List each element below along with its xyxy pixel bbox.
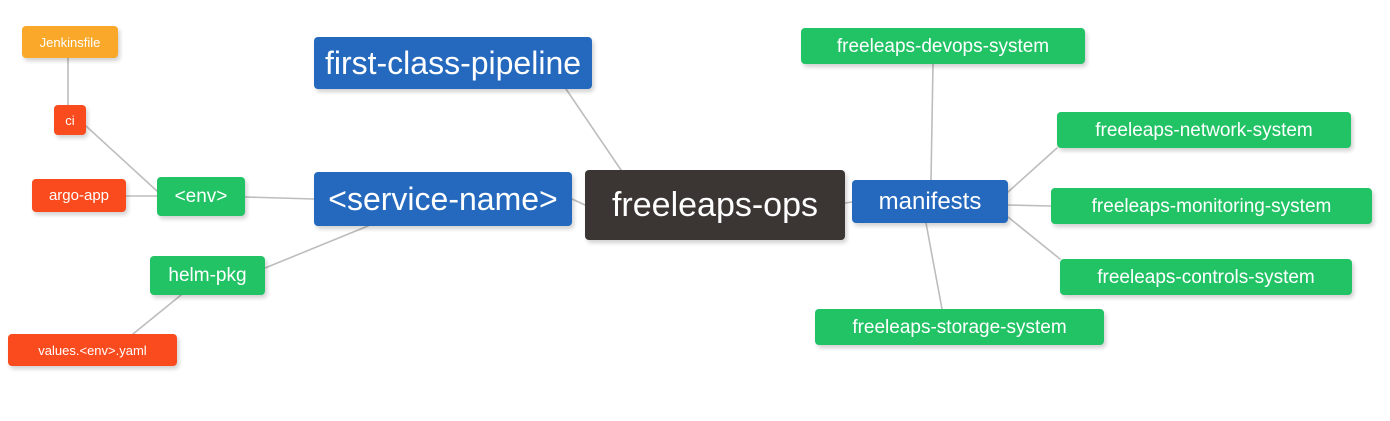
node-label-manifests: manifests [878, 187, 982, 215]
node-network-system[interactable]: freeleaps-network-system [1057, 112, 1351, 148]
node-manifests[interactable]: manifests [852, 180, 1008, 223]
node-label-ci: ci [65, 112, 75, 128]
edge-manifests-to-network-system [1007, 147, 1058, 193]
node-label-env: <env> [174, 186, 228, 207]
edge-manifests-to-storage-system [925, 222, 943, 310]
node-helm-pkg[interactable]: helm-pkg [150, 256, 265, 295]
node-label-root: freeleaps-ops [611, 186, 818, 224]
node-root[interactable]: freeleaps-ops [585, 170, 845, 240]
node-label-helm-pkg: helm-pkg [168, 265, 247, 286]
node-devops-system[interactable]: freeleaps-devops-system [801, 28, 1085, 64]
edge-helm-pkg-to-values-yaml [132, 294, 182, 335]
node-env[interactable]: <env> [157, 177, 245, 216]
node-label-values-yaml: values.<env>.yaml [38, 342, 147, 358]
node-monitoring-system[interactable]: freeleaps-monitoring-system [1051, 188, 1372, 224]
edge-service-name-to-helm-pkg [264, 225, 369, 269]
edge-service-name-to-env [244, 196, 315, 200]
node-label-service-name: <service-name> [328, 181, 558, 217]
node-label-storage-system: freeleaps-storage-system [852, 316, 1067, 338]
node-ci[interactable]: ci [54, 105, 86, 135]
node-label-monitoring-system: freeleaps-monitoring-system [1091, 195, 1332, 217]
node-label-devops-system: freeleaps-devops-system [836, 35, 1050, 57]
node-label-jenkinsfile: Jenkinsfile [39, 34, 101, 50]
node-first-class-pipeline[interactable]: first-class-pipeline [314, 37, 592, 89]
node-controls-system[interactable]: freeleaps-controls-system [1060, 259, 1352, 295]
node-jenkinsfile[interactable]: Jenkinsfile [22, 26, 118, 58]
node-values-yaml[interactable]: values.<env>.yaml [8, 334, 177, 366]
node-label-controls-system: freeleaps-controls-system [1097, 266, 1315, 288]
node-label-first-class-pipeline: first-class-pipeline [324, 45, 582, 81]
edge-root-to-first-class-pipeline [565, 88, 622, 171]
edge-manifests-to-monitoring-system [1007, 204, 1052, 207]
edge-manifests-to-devops-system [930, 63, 934, 181]
node-label-network-system: freeleaps-network-system [1095, 119, 1313, 141]
node-service-name[interactable]: <service-name> [314, 172, 572, 226]
node-storage-system[interactable]: freeleaps-storage-system [815, 309, 1104, 345]
edge-root-to-manifests [844, 201, 853, 204]
node-argo-app[interactable]: argo-app [32, 179, 126, 212]
node-label-argo-app: argo-app [48, 187, 110, 204]
edge-root-to-service-name [571, 198, 586, 206]
